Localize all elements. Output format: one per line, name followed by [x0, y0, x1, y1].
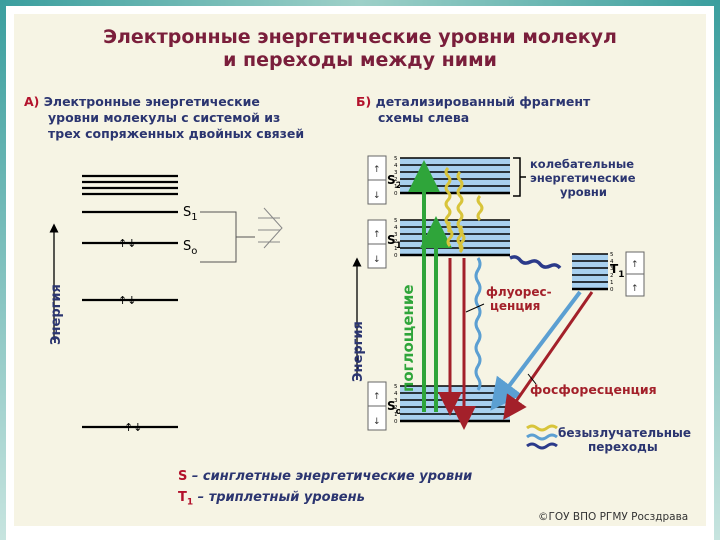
electrons-s0: ↑↓ [118, 237, 136, 250]
vib-number-s2-2: 2 [394, 177, 398, 183]
band-bg-s2 [400, 158, 510, 194]
wiggle-2 [456, 170, 464, 254]
legend-singlet: S – синглетные энергетические уровни [178, 469, 472, 484]
vib-number-s0-3: 3 [394, 398, 398, 404]
vib-number-s0-4: 4 [394, 391, 398, 397]
vib-number-s0-5: 5 [394, 384, 398, 390]
spin-s1-down: ↓ [373, 255, 381, 265]
legend-triplet: T1 – триплетный уровень [178, 490, 365, 508]
spin-s0-up: ↑ [373, 392, 381, 402]
absorption-arrows [408, 160, 452, 412]
copyright: ©ГОУ ВПО РГМУ Росздрава [538, 511, 689, 523]
top-decor-band [0, 0, 720, 6]
vib-number-s2-3: 3 [394, 170, 398, 176]
panel-a-letter: А) [24, 94, 40, 109]
right-decor-band [714, 0, 720, 540]
wiggle-1 [444, 166, 452, 234]
spin-t1-up2: ↑ [631, 284, 639, 294]
phosphorescence-label: фосфоресценция [530, 382, 657, 397]
absorption-label: поглощение [399, 284, 417, 392]
vib-number-s1-1: 1 [394, 246, 398, 252]
energy-axis-b-label: Энергия [351, 321, 366, 382]
vib-number-s2-0: 0 [394, 191, 398, 197]
vib-number-s1-0: 0 [394, 253, 398, 259]
vib-number-t1-5: 5 [610, 252, 614, 258]
spin-s2-up: ↑ [373, 165, 381, 175]
panel-a-heading-line3: трех сопряженных двойных связей [48, 126, 305, 141]
electrons-lower2: ↑↓ [124, 421, 142, 434]
nonradiative-legend-icon [526, 424, 558, 450]
vib-number-s0-0: 0 [394, 419, 398, 425]
legend-s-symbol: S [178, 469, 188, 484]
vib-number-t1-3: 3 [610, 266, 614, 272]
legend-t-sub: 1 [186, 497, 194, 508]
nonradiative-legend-label: безызлучательные переходы [558, 426, 695, 454]
vib-number-s2-1: 1 [394, 184, 398, 190]
fluorescence-arrows [438, 258, 476, 430]
vib-number-s0-2: 2 [394, 405, 398, 411]
energy-axis-a-label: Энергия [49, 284, 64, 345]
isc-wiggle [509, 255, 562, 270]
fluorescence-label: флуорес- ценция [486, 285, 556, 313]
phos-arrow-1 [490, 290, 582, 411]
vib-number-s1-3: 3 [394, 232, 398, 238]
wiggle-3 [476, 194, 484, 222]
electrons-lower1: ↑↓ [118, 294, 136, 307]
panel-b-heading: Б) детализированный фрагмент схемы слева [356, 94, 656, 126]
legend-t-text: – триплетный уровень [197, 490, 365, 505]
legend-s-text: – синглетные энергетические уровни [191, 469, 473, 484]
left-decor-band [0, 0, 6, 540]
vib-number-s0-1: 1 [394, 412, 398, 418]
vibrational-label: колебательные энергетические уровни [530, 157, 640, 199]
vib-number-t1-1: 1 [610, 280, 614, 286]
slide-title-line2: и переходы между ними [223, 49, 497, 71]
vib-number-s2-4: 4 [394, 163, 398, 169]
wiggle-5 [458, 224, 466, 252]
fluorescence-pointer [465, 303, 485, 313]
band-bg-s1 [400, 220, 510, 256]
label-s0: So [387, 399, 402, 417]
spin-s0-down: ↓ [373, 417, 381, 427]
panel-a-heading-line1: Электронные энергетические [43, 94, 260, 109]
slide-title-line1: Электронные энергетические уровни молеку… [103, 26, 617, 48]
panel-b-letter: Б) [356, 94, 372, 109]
spin-t1-up: ↑ [631, 260, 639, 270]
phosphorescence-pointer [527, 373, 537, 385]
vib-number-t1-2: 2 [610, 273, 614, 279]
vib-number-s1-4: 4 [394, 225, 398, 231]
vib-number-s1-5: 5 [394, 218, 398, 224]
label-a-s1: S1 [183, 205, 198, 223]
vib-number-t1-4: 4 [610, 259, 614, 265]
phos-wiggle-vertical [474, 257, 482, 391]
wiggle-4 [446, 220, 454, 248]
band-bg-t1 [572, 254, 608, 290]
panel-a-connector [200, 207, 283, 263]
phos-arrow-2 [503, 291, 594, 420]
panel-a-heading: А) Электронные энергетические уровни мол… [24, 94, 344, 142]
label-s1: S1 [387, 233, 402, 251]
spin-boxes: ↑ ↓ ↑ ↓ ↑ ↓ ↑ ↑ [367, 155, 645, 431]
phosphorescence-arrows [490, 290, 594, 420]
vibrational-brace [513, 157, 526, 197]
panel-a-levels [82, 174, 178, 429]
label-t1: T1 [610, 262, 624, 280]
vib-number-t1-0: 0 [610, 287, 614, 293]
vib-number-s1-2: 2 [394, 239, 398, 245]
spin-s2-down: ↓ [373, 191, 381, 201]
nonradiative-wiggles [444, 166, 484, 254]
label-a-s0: So [183, 239, 197, 257]
legend-t-symbol: T [178, 490, 187, 505]
spin-s1-up: ↑ [373, 230, 381, 240]
panel-b-heading-line2: схемы слева [378, 110, 470, 125]
vib-number-s2-5: 5 [394, 156, 398, 162]
panel-a-heading-line2: уровни молекулы с системой из [48, 110, 281, 125]
panel-b-heading-line1: детализированный фрагмент [375, 94, 591, 109]
label-s2: S2 [387, 173, 402, 191]
